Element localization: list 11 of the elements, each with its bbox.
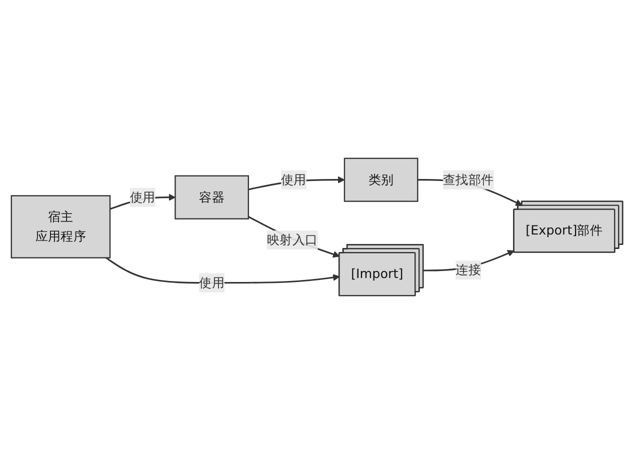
edge-label: 使用 xyxy=(281,172,306,188)
edge-label: 映射入口 xyxy=(267,232,318,248)
edge-label: 查找部件 xyxy=(442,172,494,188)
edge-label: 连接 xyxy=(456,262,482,278)
arrow xyxy=(106,257,340,284)
arrow xyxy=(248,216,340,258)
node-box: 宿主 应用程序 xyxy=(10,195,111,258)
node-box: 类别 xyxy=(344,158,418,202)
edge-label: 使用 xyxy=(130,189,156,205)
edge-label: 使用 xyxy=(199,274,225,290)
node-box: 容器 xyxy=(174,175,250,220)
